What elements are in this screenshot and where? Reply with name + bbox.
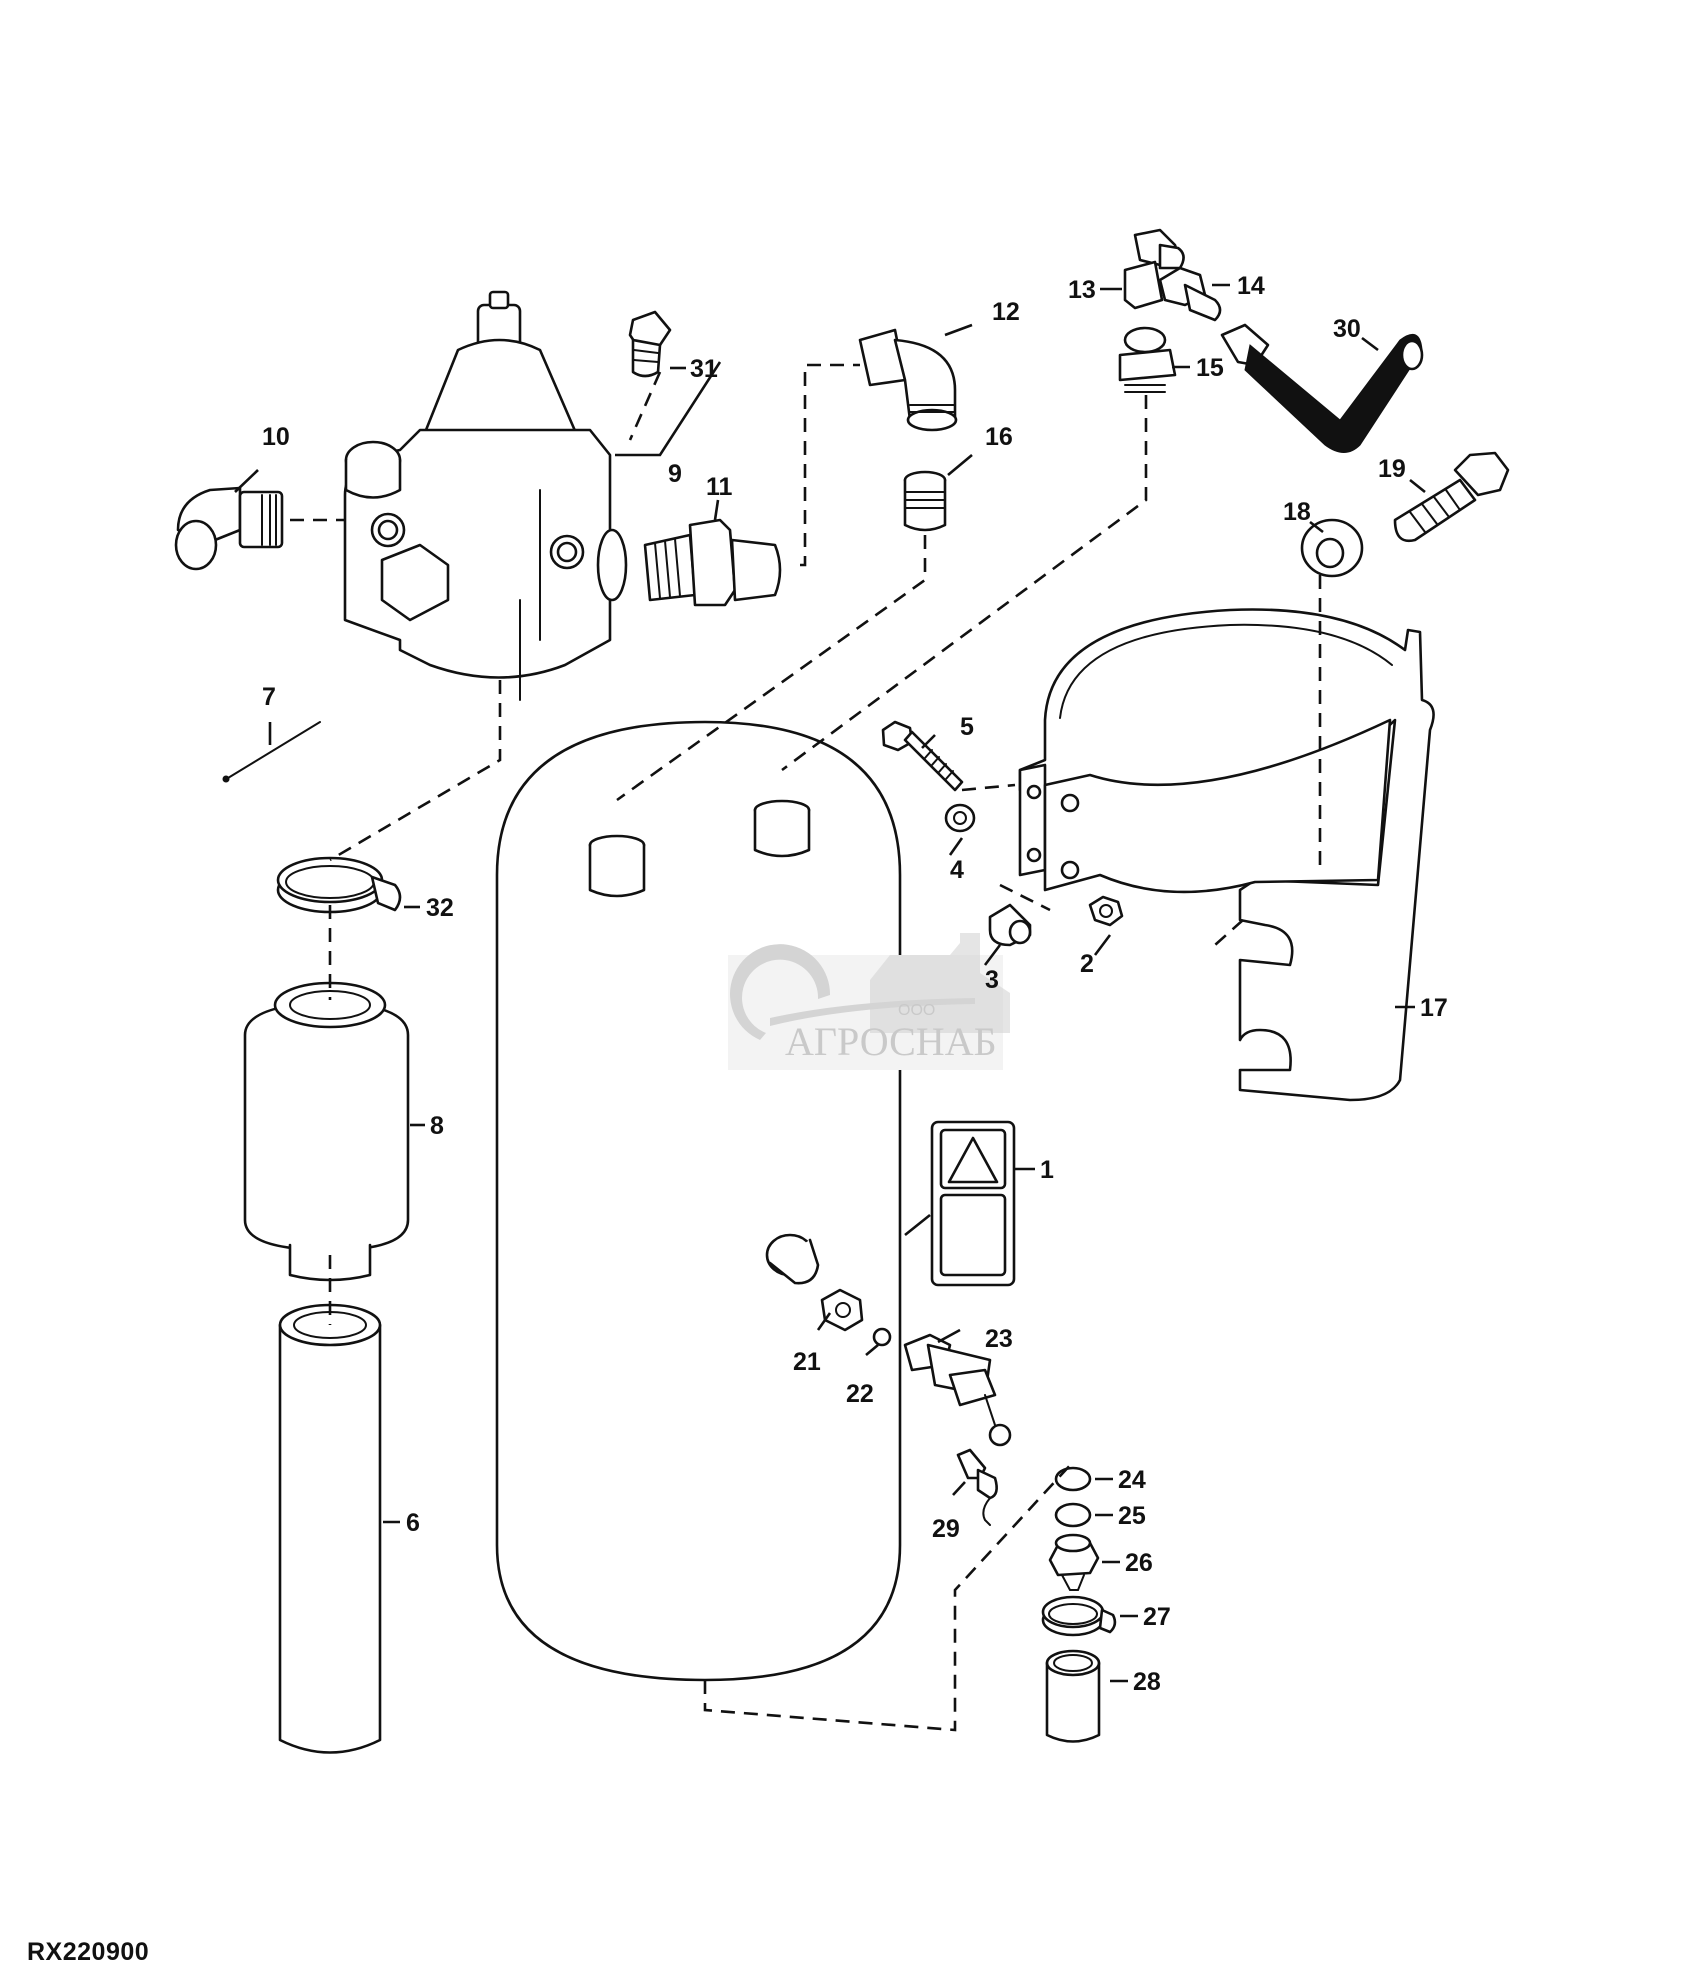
callout-24: 24 xyxy=(1118,1466,1146,1494)
callout-11: 11 xyxy=(706,473,733,501)
callout-26: 26 xyxy=(1125,1549,1153,1577)
callout-2: 2 xyxy=(1080,950,1094,978)
o-ring-25 xyxy=(1054,1502,1092,1528)
o-ring-22 xyxy=(872,1327,892,1347)
callout-27: 27 xyxy=(1143,1603,1171,1631)
callout-9: 9 xyxy=(668,460,682,488)
connector-29 xyxy=(956,1448,998,1526)
hose-clamp-27 xyxy=(1041,1595,1117,1637)
callout-4: 4 xyxy=(950,856,964,884)
wire-7 xyxy=(222,721,321,783)
swivel-elbow-13 xyxy=(1123,228,1185,310)
drain-fitting-26 xyxy=(1048,1533,1100,1591)
callout-31: 31 xyxy=(690,355,718,383)
callout-14: 14 xyxy=(1237,272,1265,300)
watermark-logo: ООО АГРОСНАБ xyxy=(728,933,1010,1070)
callout-5: 5 xyxy=(960,713,974,741)
figure-id: RX220900 xyxy=(27,1938,150,1966)
callout-10: 10 xyxy=(262,423,290,451)
elbow-fitting-12 xyxy=(858,328,958,432)
watermark-prefix: ООО xyxy=(898,1002,935,1019)
callout-17: 17 xyxy=(1420,994,1448,1022)
callouts: 1 2 3 4 5 6 7 8 9 10 11 12 13 14 15 16 1… xyxy=(234,272,1448,1696)
callout-29: 29 xyxy=(932,1515,960,1543)
bushing-21 xyxy=(765,1233,864,1332)
watermark-name: АГРОСНАБ xyxy=(785,1019,997,1064)
tank-strap-bracket-17 xyxy=(1018,608,1435,1102)
callout-8: 8 xyxy=(430,1112,444,1140)
callout-18: 18 xyxy=(1283,498,1311,526)
filter-8 xyxy=(243,981,410,1282)
adapter-fitting-15 xyxy=(1118,326,1177,393)
cap-screw-19 xyxy=(1393,451,1510,543)
plug xyxy=(628,310,672,378)
washer-18 xyxy=(1300,518,1364,578)
callout-1: 1 xyxy=(1040,1156,1054,1184)
callout-16: 16 xyxy=(985,423,1013,451)
sensor-23 xyxy=(903,1333,1012,1447)
callout-19: 19 xyxy=(1378,455,1406,483)
spacer-3 xyxy=(988,903,1032,947)
hose-barb-fitting-11 xyxy=(643,518,782,607)
callout-15: 15 xyxy=(1196,354,1224,382)
callout-23: 23 xyxy=(985,1325,1013,1353)
callout-32: 32 xyxy=(426,894,454,922)
callout-7: 7 xyxy=(262,683,276,711)
callout-6: 6 xyxy=(406,1509,420,1537)
callout-21: 21 xyxy=(793,1348,821,1376)
elbow-fitting-10 xyxy=(174,486,284,571)
hose-clamp-32 xyxy=(276,856,402,914)
callout-22: 22 xyxy=(846,1380,874,1408)
adapter-fitting-16 xyxy=(903,470,947,532)
callout-3: 3 xyxy=(985,966,999,994)
callout-25: 25 xyxy=(1118,1502,1146,1530)
bolt-5 xyxy=(881,720,964,792)
hose-28 xyxy=(1045,1649,1101,1743)
hose-6 xyxy=(278,1303,382,1754)
warning-decal-1 xyxy=(930,1120,1016,1287)
callout-28: 28 xyxy=(1133,1668,1161,1696)
nut-2 xyxy=(1088,895,1124,927)
valve-body xyxy=(343,290,628,701)
o-ring-24 xyxy=(1054,1466,1092,1492)
assembly-lines xyxy=(290,363,1322,1732)
connector-14 xyxy=(1158,266,1222,322)
washer-4 xyxy=(944,803,976,833)
air-tank xyxy=(495,720,902,1682)
hose-30 xyxy=(1220,323,1424,453)
callout-13: 13 xyxy=(1068,276,1096,304)
callout-30: 30 xyxy=(1333,315,1361,343)
callout-12: 12 xyxy=(992,298,1020,326)
